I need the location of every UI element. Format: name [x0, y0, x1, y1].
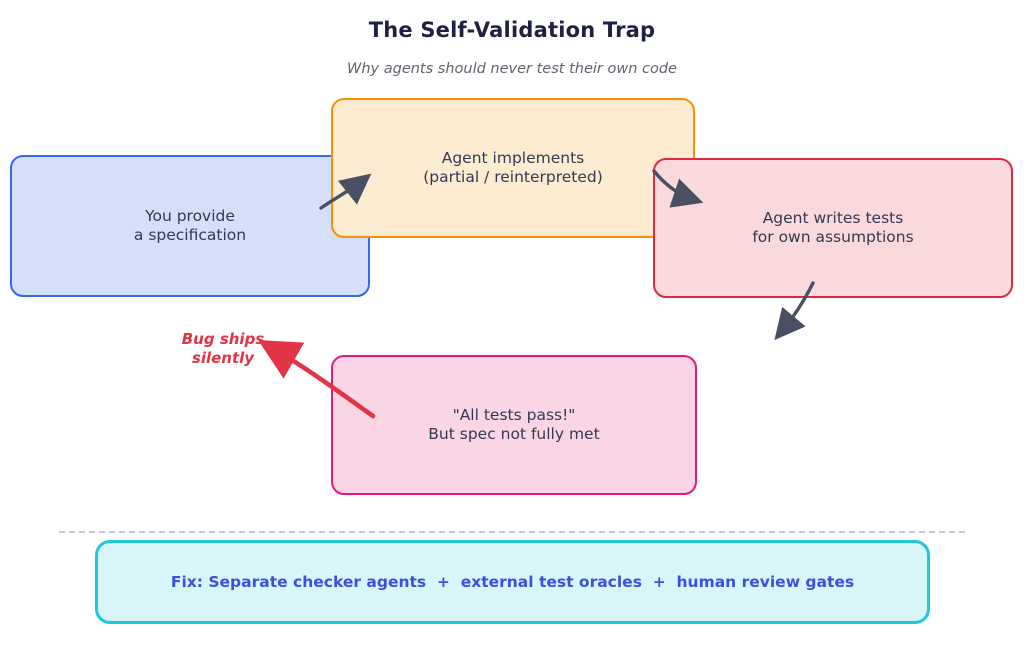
bug-ships-annotation-line2: silently: [191, 348, 255, 367]
node-agent-implements: Agent implements (partial / reinterprete…: [331, 98, 695, 238]
fix-banner-label: Fix: Separate checker agents + external …: [170, 573, 855, 591]
node-all-tests-pass-label-line2: But spec not fully met: [428, 425, 600, 443]
node-specification-label-line2: a specification: [133, 226, 247, 244]
page-title: The Self-Validation Trap: [368, 18, 656, 42]
fix-banner: Fix: Separate checker agents + external …: [95, 540, 930, 624]
bug-ships-annotation: Bug ships silently: [150, 330, 296, 367]
node-agent-writes-tests: Agent writes tests for own assumptions: [653, 158, 1013, 298]
node-agent-implements-label-line2: (partial / reinterpreted): [423, 168, 603, 186]
node-agent-writes-tests-label-line1: Agent writes tests: [762, 208, 904, 227]
dashed-divider: [59, 531, 965, 533]
bug-ships-annotation-line1: Bug ships: [181, 330, 265, 348]
node-agent-implements-label-line1: Agent implements: [441, 148, 585, 167]
node-all-tests-pass-label-line1: "All tests pass!": [452, 405, 576, 424]
node-all-tests-pass: "All tests pass!" But spec not fully met: [331, 355, 697, 495]
node-agent-writes-tests-label-line2: for own assumptions: [752, 228, 914, 246]
node-specification: You provide a specification: [10, 155, 370, 297]
node-specification-label-line1: You provide: [145, 206, 235, 225]
page-subtitle: Why agents should never test their own c…: [347, 61, 677, 77]
